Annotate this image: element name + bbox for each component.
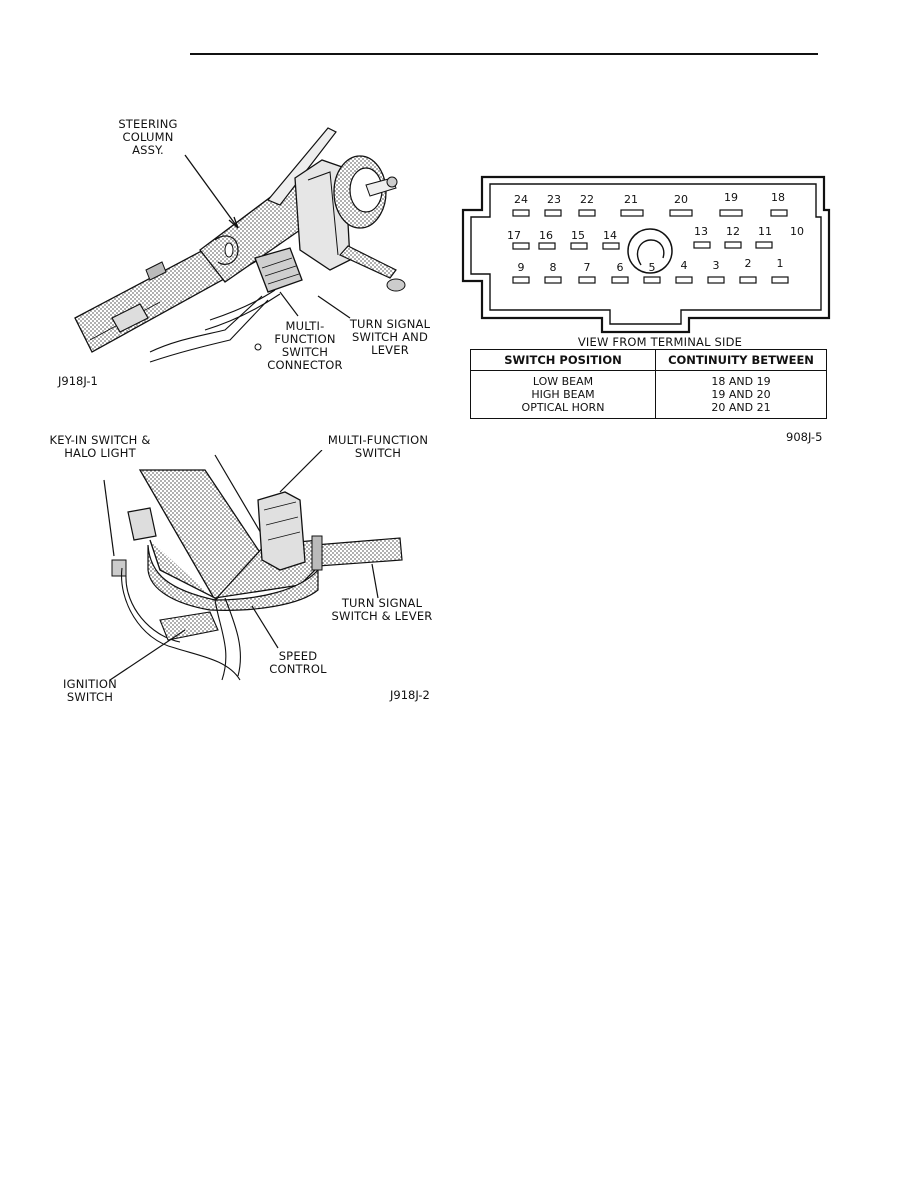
table-cell: 18 AND 19: [655, 370, 827, 388]
table-row: HIGH BEAM 19 AND 20: [470, 388, 827, 401]
pin-slot-21: [620, 209, 644, 217]
pin-slot-6: [611, 276, 629, 284]
pin-label-7: 7: [583, 261, 591, 274]
label-ignition-switch: IGNITION SWITCH: [63, 677, 117, 704]
table-header-continuity-between: CONTINUITY BETWEEN: [655, 349, 827, 371]
pin-label-21: 21: [624, 193, 638, 206]
pin-label-11: 11: [758, 225, 772, 238]
pin-label-18: 18: [771, 191, 785, 204]
pin-label-17: 17: [507, 229, 521, 242]
pin-label-13: 13: [694, 225, 708, 238]
table-cell: OPTICAL HORN: [470, 401, 656, 419]
pin-slot-22: [578, 209, 596, 217]
figure-id-1: J918J-1: [58, 374, 98, 388]
table-header-row: SWITCH POSITION CONTINUITY BETWEEN: [470, 349, 827, 371]
pin-slot-5: [643, 276, 661, 284]
pin-label-9: 9: [517, 261, 525, 274]
pin-slot-18: [770, 209, 788, 217]
table-cell: LOW BEAM: [470, 370, 656, 388]
label-steering-column-assy: STEERING COLUMN ASSY.: [118, 117, 178, 157]
pin-label-1: 1: [776, 257, 784, 270]
pin-slot-15: [570, 242, 588, 250]
table-header-switch-position: SWITCH POSITION: [470, 349, 656, 371]
pin-label-22: 22: [580, 193, 594, 206]
header-rule: [190, 53, 818, 55]
multifunction-switch-illustration: [103, 450, 403, 681]
pin-label-19: 19: [724, 191, 738, 204]
pin-label-10: 10: [790, 225, 804, 238]
table-cell: 19 AND 20: [655, 388, 827, 401]
label-speed-control: SPEED CONTROL: [269, 649, 327, 676]
label-turn-signal-switch-lever: TURN SIGNAL SWITCH & LEVER: [331, 596, 433, 623]
pin-slot-2: [739, 276, 757, 284]
pin-slot-4: [675, 276, 693, 284]
pin-slot-13: [693, 241, 711, 249]
pin-label-20: 20: [674, 193, 688, 206]
table-row: LOW BEAM 18 AND 19: [470, 370, 827, 388]
pin-slot-17: [512, 242, 530, 250]
label-multifunction-switch: MULTI-FUNCTION SWITCH: [327, 433, 429, 460]
table-cell: HIGH BEAM: [470, 388, 656, 401]
pin-slot-9: [512, 276, 530, 284]
pin-slot-16: [538, 242, 556, 250]
pin-slot-19: [719, 209, 743, 217]
continuity-table: SWITCH POSITION CONTINUITY BETWEEN LOW B…: [470, 349, 827, 419]
pin-slot-3: [707, 276, 725, 284]
pin-slot-23: [544, 209, 562, 217]
pin-label-15: 15: [571, 229, 585, 242]
figure-id-3: 908J-5: [786, 430, 823, 444]
pin-slot-14: [602, 242, 620, 250]
pin-label-16: 16: [539, 229, 553, 242]
pin-slot-20: [669, 209, 693, 217]
pin-slot-24: [512, 209, 530, 217]
figure-id-2: J918J-2: [390, 688, 430, 702]
table-row: OPTICAL HORN 20 AND 21: [470, 401, 827, 419]
pin-label-5: 5: [648, 261, 656, 274]
pin-label-3: 3: [712, 259, 720, 272]
pin-label-12: 12: [726, 225, 740, 238]
steering-column-illustration: [74, 127, 406, 363]
pin-label-23: 23: [547, 193, 561, 206]
pin-label-2: 2: [744, 257, 752, 270]
pin-label-6: 6: [616, 261, 624, 274]
pin-label-4: 4: [680, 259, 688, 272]
connector-caption: VIEW FROM TERMINAL SIDE: [577, 335, 743, 349]
pin-label-14: 14: [603, 229, 617, 242]
label-key-in-switch-halo-light: KEY-IN SWITCH & HALO LIGHT: [49, 433, 151, 460]
label-multifunction-switch-connector: MULTI- FUNCTION SWITCH CONNECTOR: [267, 319, 343, 372]
connector-outline: [461, 175, 831, 334]
label-turn-signal-switch-and-lever: TURN SIGNAL SWITCH AND LEVER: [349, 317, 431, 357]
pin-slot-1: [771, 276, 789, 284]
pin-slot-12: [724, 241, 742, 249]
pin-slot-7: [578, 276, 596, 284]
pin-label-24: 24: [514, 193, 528, 206]
table-cell: 20 AND 21: [655, 401, 827, 419]
pin-slot-11: [755, 241, 773, 249]
pin-label-8: 8: [549, 261, 557, 274]
pin-slot-8: [544, 276, 562, 284]
